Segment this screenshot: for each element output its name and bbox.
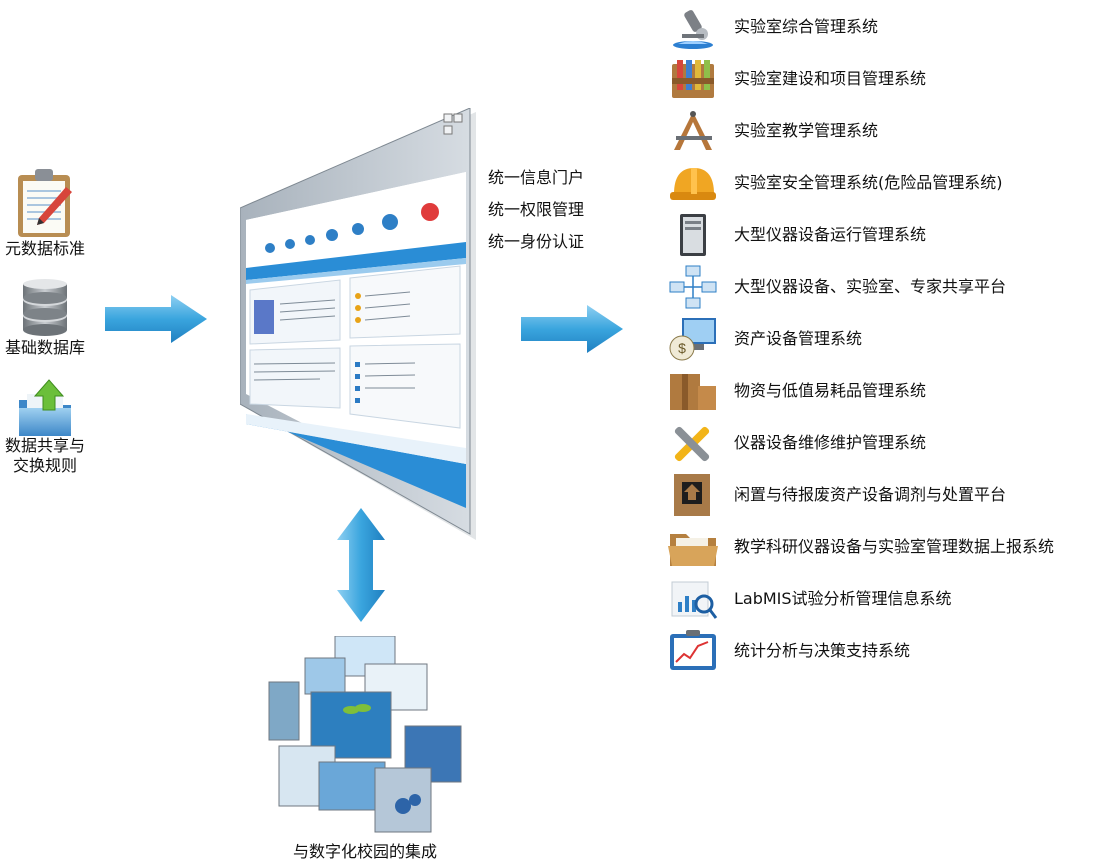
system-item: 实验室综合管理系统 [668,4,1103,50]
microscope-icon [673,10,713,49]
system-item: LabMIS试验分析管理信息系统 [668,576,1103,622]
system-item: 实验室教学管理系统 [668,108,1103,154]
analysis-chart-magnifier-icon [671,581,718,619]
server-tower-icon [680,214,706,256]
open-folder-icon [668,534,718,566]
system-label: 闲置与待报废资产设备调剂与处置平台 [734,485,1007,504]
left-item-base-database: 基础数据库 [0,278,100,358]
network-computers-icon [669,265,717,309]
left-label: 基础数据库 [4,338,85,357]
portal-browser-window [240,108,476,540]
arrow-up-down [337,508,385,622]
system-label: LabMIS试验分析管理信息系统 [734,589,952,608]
system-item: 大型仪器设备、实验室、专家共享平台 [668,264,1103,310]
left-label: 数据共享与 交换规则 [4,436,85,475]
system-item: $ 资产设备管理系统 [668,316,1103,362]
shared-folder-icon [19,379,71,436]
clipboard-pen-icon [18,169,72,237]
safety-helmet-icon [670,168,716,200]
test-tubes-icon [672,60,714,98]
left-item-metadata-standard: 元数据标准 [0,165,100,259]
system-label: 物资与低值易耗品管理系统 [734,381,927,400]
system-label: 实验室建设和项目管理系统 [734,69,927,88]
system-label: 教学科研仪器设备与实验室管理数据上报系统 [734,537,1055,556]
system-item: 统计分析与决策支持系统 [668,628,1103,674]
digital-campus-screens-icon [268,636,462,833]
bottom-label: 与数字化校园的集成 [292,842,437,861]
system-item: 教学科研仪器设备与实验室管理数据上报系统 [668,524,1103,570]
system-item: 闲置与待报废资产设备调剂与处置平台 [668,472,1103,518]
database-stack-icon [23,279,67,336]
cardboard-boxes-icon [670,374,716,410]
center-line: 统一信息门户 [488,168,585,187]
left-label: 元数据标准 [4,239,85,258]
system-label: 实验室教学管理系统 [734,121,879,140]
statistics-board-icon [670,630,716,670]
arrow-right-center [521,305,623,353]
money-bag-monitor-icon: $ [669,318,716,361]
system-item: 物资与低值易耗品管理系统 [668,368,1103,414]
system-label: 实验室安全管理系统(危险品管理系统) [734,173,1003,192]
center-line: 统一身份认证 [488,232,585,251]
system-label: 统计分析与决策支持系统 [734,641,911,660]
wrench-screwdriver-icon [674,426,710,462]
center-line: 统一权限管理 [488,200,585,219]
system-label: 资产设备管理系统 [734,329,863,348]
system-item: 实验室安全管理系统(危险品管理系统) [668,160,1103,206]
system-label: 仪器设备维修维护管理系统 [734,433,927,452]
system-item: 大型仪器设备运行管理系统 [668,212,1103,258]
handle-with-care-box-icon [674,474,710,516]
left-item-data-sharing-rules: 数据共享与 交换规则 [0,378,100,476]
drafting-compass-icon [674,111,712,150]
center-unified-services: 统一信息门户 统一权限管理 统一身份认证 [488,162,584,258]
system-label: 大型仪器设备运行管理系统 [734,225,927,244]
system-label: 大型仪器设备、实验室、专家共享平台 [734,277,1007,296]
system-item: 实验室建设和项目管理系统 [668,56,1103,102]
svg-text:$: $ [678,340,686,356]
arrow-right-left [105,295,207,343]
system-label: 实验室综合管理系统 [734,17,879,36]
system-item: 仪器设备维修维护管理系统 [668,420,1103,466]
